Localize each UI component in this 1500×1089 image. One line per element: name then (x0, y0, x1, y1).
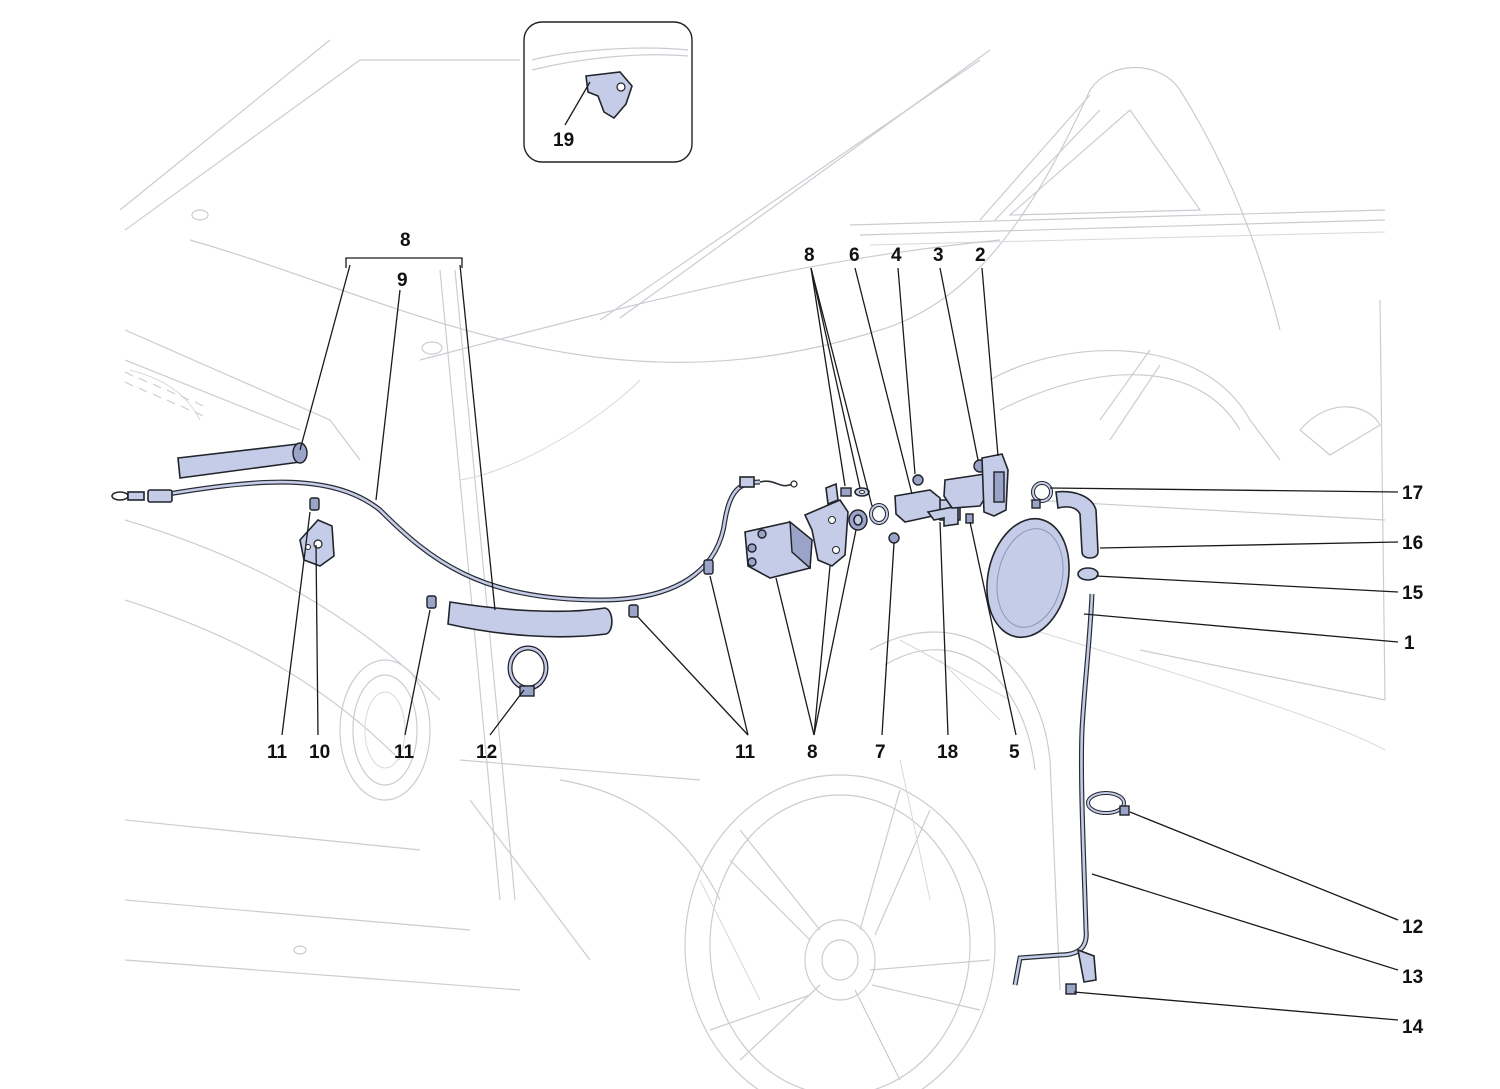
callout-3: 3 (933, 245, 944, 266)
actuator-bracket (803, 482, 849, 567)
fuel-filler-door-1 (986, 517, 1070, 639)
callouts-right: 17 16 15 1 12 13 14 (1402, 483, 1424, 1038)
filler-hose-16 (1055, 490, 1099, 559)
callout-18: 18 (937, 742, 958, 763)
mounting-plate-10 (299, 519, 335, 567)
car-body-ghost-outline (119, 39, 1386, 1089)
screw-14 (1065, 983, 1077, 995)
rear-wheel-ghost (684, 759, 996, 1089)
callout-16: 16 (1402, 533, 1423, 554)
hose-clamp-17 (1031, 481, 1053, 509)
hose-segment-middle (447, 601, 613, 638)
clip-11-a (309, 497, 320, 511)
bolt-8 (840, 487, 852, 497)
callout-7: 7 (875, 742, 886, 763)
nut-4 (912, 474, 924, 486)
callout-15: 15 (1402, 583, 1424, 604)
ring-8 (869, 503, 889, 525)
clip-11-b (426, 595, 437, 609)
callouts-bottom: 11 10 11 12 11 8 7 18 5 (267, 742, 1020, 763)
grommet-8 (848, 509, 868, 531)
callout-13: 13 (1402, 967, 1423, 988)
callout-17: 17 (1402, 483, 1423, 504)
hose-clamp-12-left (507, 645, 549, 697)
callout-6: 6 (849, 245, 860, 266)
clip-11-d (703, 559, 714, 575)
cap-15 (1077, 567, 1099, 581)
callout-8-group: 8 (400, 230, 411, 251)
callout-11-c: 11 (735, 742, 756, 763)
callout-12-right: 12 (1402, 917, 1423, 938)
callout-11-a: 11 (267, 742, 288, 763)
hose-clamp-12-right (1086, 791, 1130, 816)
release-cable (111, 476, 798, 603)
detail-inset: 19 (523, 21, 693, 163)
engine-cover-lettering-ghost (124, 371, 204, 417)
nut-7 (888, 532, 900, 544)
hose-segment-upper (177, 443, 306, 479)
hinge-arm-2 (981, 453, 1009, 517)
leader-lines (281, 257, 1399, 1021)
clip-11-c (628, 604, 639, 618)
bracket-19-part (585, 71, 633, 120)
callout-1: 1 (1404, 633, 1415, 654)
callout-12-left: 12 (476, 742, 497, 763)
callout-10: 10 (309, 742, 330, 763)
washer-8 (854, 487, 870, 497)
callout-11-b: 11 (394, 742, 415, 763)
screw-5 (965, 513, 974, 524)
drain-tube-13 (1012, 593, 1097, 986)
callout-9: 9 (397, 270, 408, 291)
callout-2: 2 (975, 245, 986, 266)
callout-14: 14 (1402, 1017, 1424, 1038)
callout-4: 4 (891, 245, 902, 266)
callouts-top: 8 9 8 6 4 3 2 (397, 230, 986, 291)
callout-8-top: 8 (804, 245, 815, 266)
actuator-motor (744, 520, 813, 579)
callout-19: 19 (553, 130, 574, 151)
callout-5: 5 (1009, 742, 1020, 763)
callout-8-bottom: 8 (807, 742, 818, 763)
